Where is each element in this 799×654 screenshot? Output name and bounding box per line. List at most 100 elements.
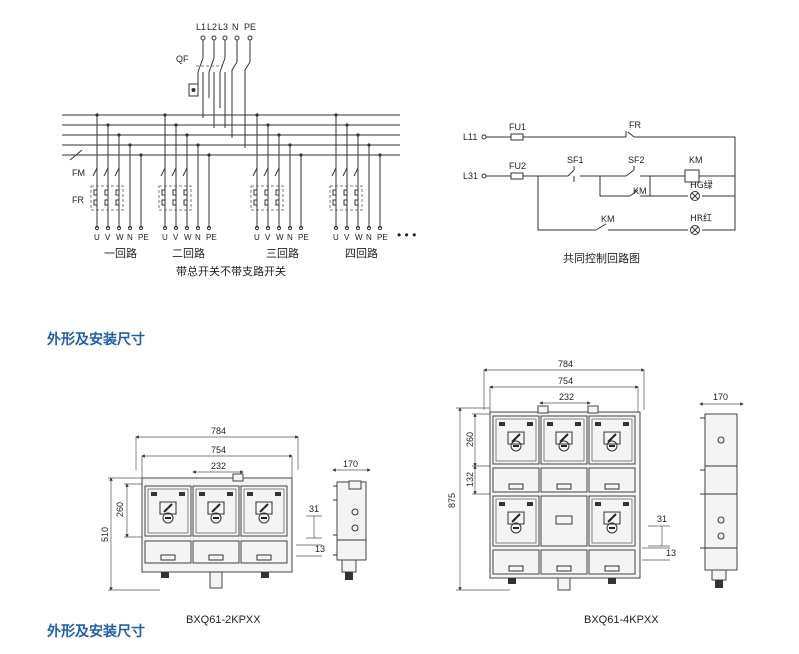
qf-label: QF	[176, 54, 189, 64]
model-label-2kp: BXQ61-2KPXX	[186, 614, 261, 626]
input-l31: L31	[463, 171, 478, 181]
dim-875-right: 875	[447, 493, 457, 508]
dim-784-left: 784	[211, 426, 226, 436]
fuse-fu1	[510, 133, 524, 141]
power-schematic: L1 L2 L3 N PE QF F	[62, 22, 416, 278]
phase-label-pe: PE	[244, 22, 256, 32]
fu2-label: FU2	[509, 161, 526, 171]
control-schematic: L11 L31 FU1 FR FU2 SF1 SF2 KM KM HG绿	[463, 120, 736, 265]
terminal-box	[240, 540, 288, 564]
dim-784-right: 784	[558, 359, 573, 369]
input-l11: L11	[463, 132, 477, 142]
input-terminals	[200, 35, 253, 41]
terminal-box	[192, 540, 240, 564]
circuit-name-2: 二回路	[172, 247, 205, 260]
drawing-4kp: 784 754 232 875 260 132 31 13 170 BXQ61-	[447, 359, 744, 626]
terminal-label: N	[366, 233, 372, 242]
terminal-label: V	[105, 233, 111, 242]
enclosure-unit	[588, 415, 636, 465]
terminal-label: V	[344, 233, 350, 242]
circuit-name-1: 一回路	[104, 247, 137, 260]
drawing-2kp: 784 754 232 510 260 31 13 170 BXQ6	[100, 426, 371, 626]
section-title: 外形及安装尺寸	[47, 331, 145, 348]
enclosure-unit	[588, 495, 636, 547]
terminal-label: PE	[298, 233, 309, 242]
fr-contact-label: FR	[629, 120, 641, 130]
hr-label: HR红	[690, 212, 712, 224]
terminal-label: PE	[377, 233, 388, 242]
phase-label-l3: L3	[218, 22, 228, 32]
terminal-box	[540, 467, 588, 493]
footer-title: 外形及安装尺寸	[47, 623, 145, 640]
enclosure-unit	[192, 485, 240, 537]
thermal-relay	[250, 185, 284, 211]
continuation-dots: • • •	[397, 228, 416, 242]
dim-232-left: 232	[211, 461, 226, 471]
terminal-label: PE	[138, 233, 149, 242]
dim-170-right: 170	[713, 392, 728, 402]
fu1-label: FU1	[509, 122, 526, 132]
control-caption: 共同控制回路图	[563, 251, 640, 265]
phase-label-l1: L1	[196, 22, 206, 32]
terminal-label: W	[276, 233, 284, 242]
busbars	[62, 114, 400, 156]
enclosure-unit	[540, 495, 588, 547]
enclosure-unit	[240, 485, 288, 537]
phase-label-l2: L2	[207, 22, 217, 32]
km-contact-label: KM	[633, 186, 647, 196]
km-lower-label: KM	[601, 214, 615, 224]
dim-170-left: 170	[343, 459, 358, 469]
terminal-label: N	[127, 233, 133, 242]
hr-lamp	[690, 225, 700, 235]
dim-754-right: 754	[558, 376, 573, 386]
dim-260-left: 260	[115, 502, 125, 517]
terminal-box	[492, 549, 540, 575]
thermal-relay	[158, 185, 192, 211]
model-label-4kp: BXQ61-4KPXX	[584, 614, 659, 626]
terminal-label: PE	[206, 233, 217, 242]
terminal-label: N	[195, 233, 201, 242]
sf2-label: SF2	[628, 155, 645, 165]
terminal-box	[144, 540, 192, 564]
km-coil	[684, 169, 700, 183]
terminal-label: W	[355, 233, 363, 242]
terminal-label: W	[116, 233, 124, 242]
terminal-label: U	[254, 233, 260, 242]
terminal-label: W	[184, 233, 192, 242]
enclosure-unit	[492, 495, 540, 547]
enclosure-2kp-front	[141, 473, 293, 589]
terminal-box	[588, 549, 636, 575]
terminal-label: N	[287, 233, 293, 242]
dim-13-left: 13	[315, 544, 325, 554]
terminal-label: U	[333, 233, 339, 242]
enclosure-4kp-front	[489, 405, 641, 591]
qf-trip-coil	[188, 83, 199, 97]
dim-232-right: 232	[559, 392, 574, 402]
dim-13-right: 13	[666, 548, 676, 558]
enclosure-4kp-side	[700, 413, 738, 588]
sf1-label: SF1	[567, 155, 584, 165]
fr-label: FR	[72, 195, 84, 205]
enclosure-unit	[540, 415, 588, 465]
dim-31-right: 31	[657, 514, 667, 524]
terminal-label: V	[265, 233, 271, 242]
terminal-label: U	[94, 233, 100, 242]
terminal-box	[540, 549, 588, 575]
enclosure-unit	[144, 485, 192, 537]
thermal-relay	[329, 185, 363, 211]
dim-31-left: 31	[309, 504, 319, 514]
terminal-label: V	[173, 233, 179, 242]
hg-label: HG绿	[690, 179, 713, 191]
enclosure-unit	[492, 415, 540, 465]
hg-lamp	[690, 191, 700, 201]
fuse-fu2	[510, 172, 524, 180]
km-coil-label: KM	[689, 155, 703, 165]
terminal-box	[492, 467, 540, 493]
dim-260-right: 260	[465, 432, 475, 447]
